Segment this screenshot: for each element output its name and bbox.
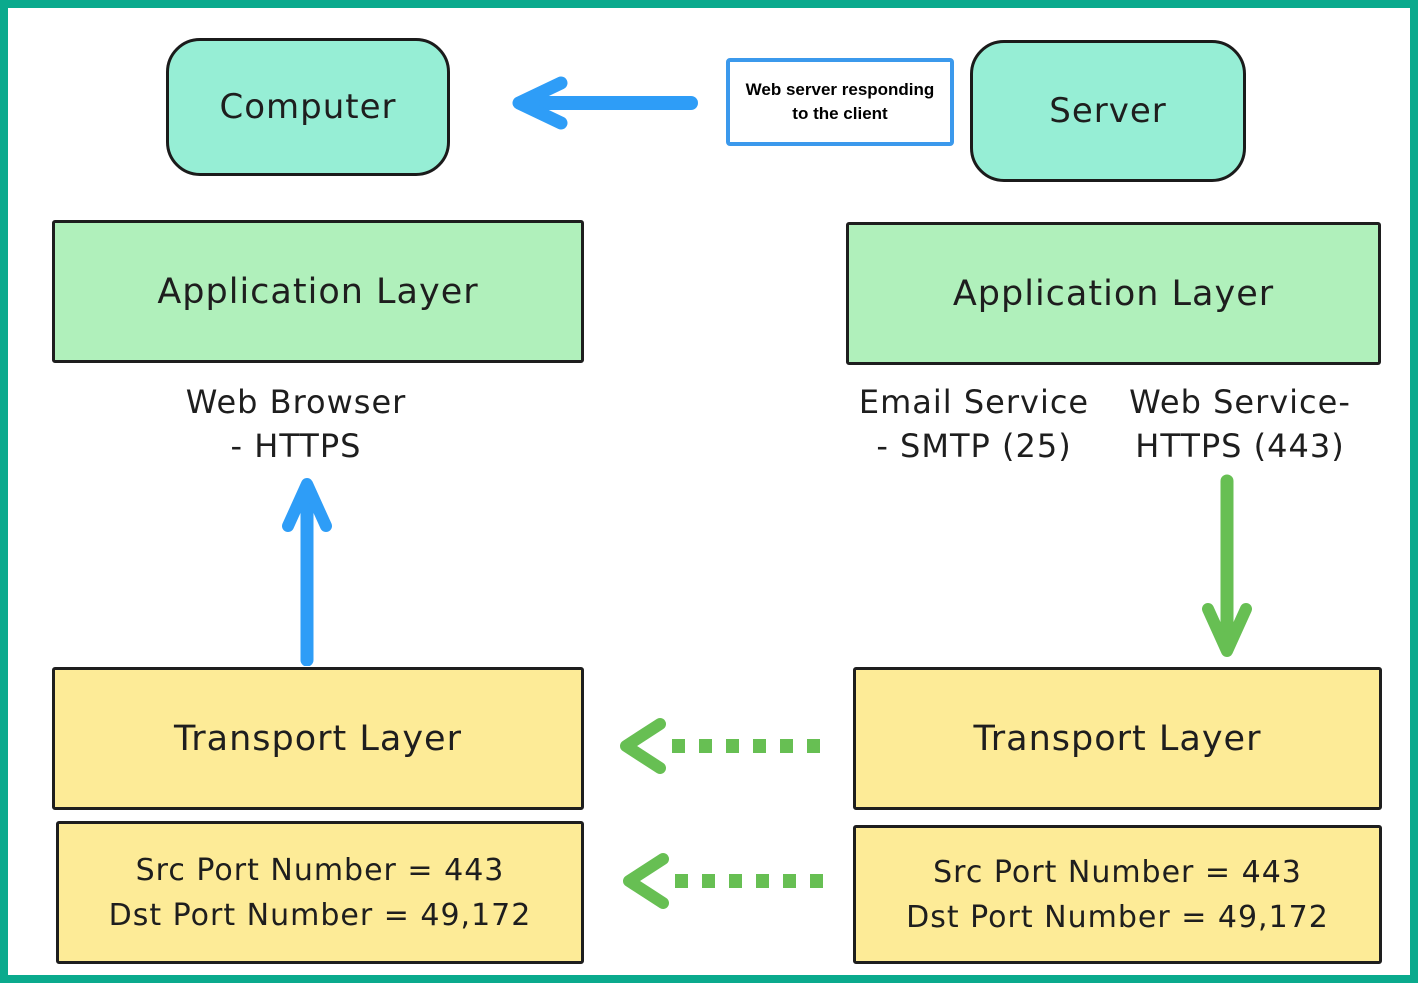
server-src-port-line: Src Port Number = 443 (933, 854, 1302, 890)
server-application-layer-label: Application Layer (952, 273, 1275, 314)
annotation-text: Web server responding to the client (745, 80, 935, 123)
email-service-line1: Email Service (858, 383, 1090, 421)
client-service-line2: - HTTPS (230, 427, 362, 465)
blue-left-arrow-icon (512, 76, 698, 130)
client-transport-layer-box: Transport Layer (52, 667, 584, 810)
client-dst-port-line: Dst Port Number = 49,172 (108, 897, 532, 933)
server-node-label: Server (1049, 91, 1167, 131)
green-dotted-left-arrow-ports-icon (623, 853, 823, 909)
client-port-numbers-box: Src Port Number = 443 Dst Port Number = … (56, 821, 584, 964)
green-dotted-left-arrow-transport-icon (620, 718, 820, 774)
server-transport-layer-box: Transport Layer (853, 667, 1382, 810)
server-dst-port-line: Dst Port Number = 49,172 (906, 899, 1329, 935)
server-web-service-text: Web Service- HTTPS (443) (1112, 380, 1368, 468)
server-email-service-text: Email Service - SMTP (25) (848, 380, 1100, 468)
server-node: Server (970, 40, 1246, 182)
web-service-line2: HTTPS (443) (1135, 427, 1345, 465)
web-service-line1: Web Service- (1129, 383, 1351, 421)
computer-node: Computer (166, 38, 450, 176)
computer-node-label: Computer (219, 87, 397, 127)
server-application-layer-box: Application Layer (846, 222, 1381, 365)
client-application-layer-label: Application Layer (157, 271, 479, 312)
server-transport-layer-label: Transport Layer (973, 718, 1262, 759)
green-down-arrow-icon (1202, 474, 1252, 657)
client-service-line1: Web Browser (185, 383, 407, 421)
email-service-line2: - SMTP (25) (876, 427, 1072, 465)
blue-up-arrow-icon (282, 478, 332, 666)
client-application-layer-box: Application Layer (52, 220, 584, 363)
client-src-port-line: Src Port Number = 443 (135, 852, 505, 888)
server-port-numbers-box: Src Port Number = 443 Dst Port Number = … (853, 825, 1382, 964)
annotation-box: Web server responding to the client (726, 58, 954, 146)
client-service-text: Web Browser - HTTPS (106, 380, 486, 468)
client-transport-layer-label: Transport Layer (174, 718, 462, 759)
